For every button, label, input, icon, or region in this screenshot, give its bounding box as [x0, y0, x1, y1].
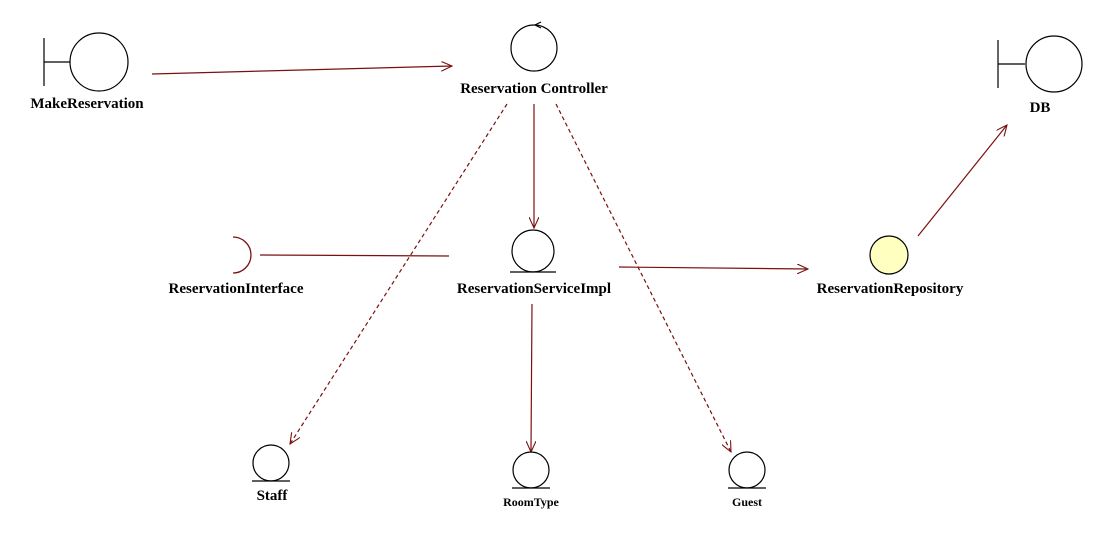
db-label: DB	[1029, 100, 1051, 116]
edge-reservation-repository-to-db	[917, 125, 1007, 237]
edge-make-reservation-to-reservation-controller	[151, 66, 452, 75]
reservation-repository-label: ReservationRepository	[816, 281, 964, 297]
make-reservation-boundary-icon[interactable]	[43, 32, 129, 92]
edge-reservation-controller-to-guest	[555, 103, 731, 452]
staff-label: Staff	[256, 488, 288, 504]
guest-label: Guest	[732, 495, 762, 509]
reservation-interface-icon[interactable]	[232, 236, 252, 274]
reservation-interface-label: ReservationInterface	[168, 281, 304, 297]
reservation-repository-entity-icon[interactable]	[869, 235, 909, 275]
edge-reservation-service-impl-to-room-type	[531, 303, 532, 452]
reservation-controller-control-icon[interactable]	[510, 21, 558, 72]
reservation-controller-label: Reservation Controller	[460, 81, 608, 97]
edges-layer	[151, 66, 1007, 452]
edge-reservation-service-impl-to-reservation-repository	[618, 267, 808, 269]
room-type-label: RoomType	[503, 495, 559, 509]
db-boundary-icon[interactable]	[997, 35, 1083, 93]
staff-entity-icon[interactable]	[252, 444, 290, 482]
room-type-entity-icon[interactable]	[512, 451, 550, 489]
reservation-service-impl-entity-icon[interactable]	[510, 229, 556, 273]
make-reservation-label: MakeReservation	[30, 96, 144, 112]
edge-reservation-controller-to-staff	[290, 103, 508, 444]
edge-reservation-interface-to-reservation-service-impl	[259, 254, 450, 257]
reservation-service-impl-label: ReservationServiceImpl	[456, 281, 612, 297]
guest-entity-icon[interactable]	[728, 451, 766, 489]
